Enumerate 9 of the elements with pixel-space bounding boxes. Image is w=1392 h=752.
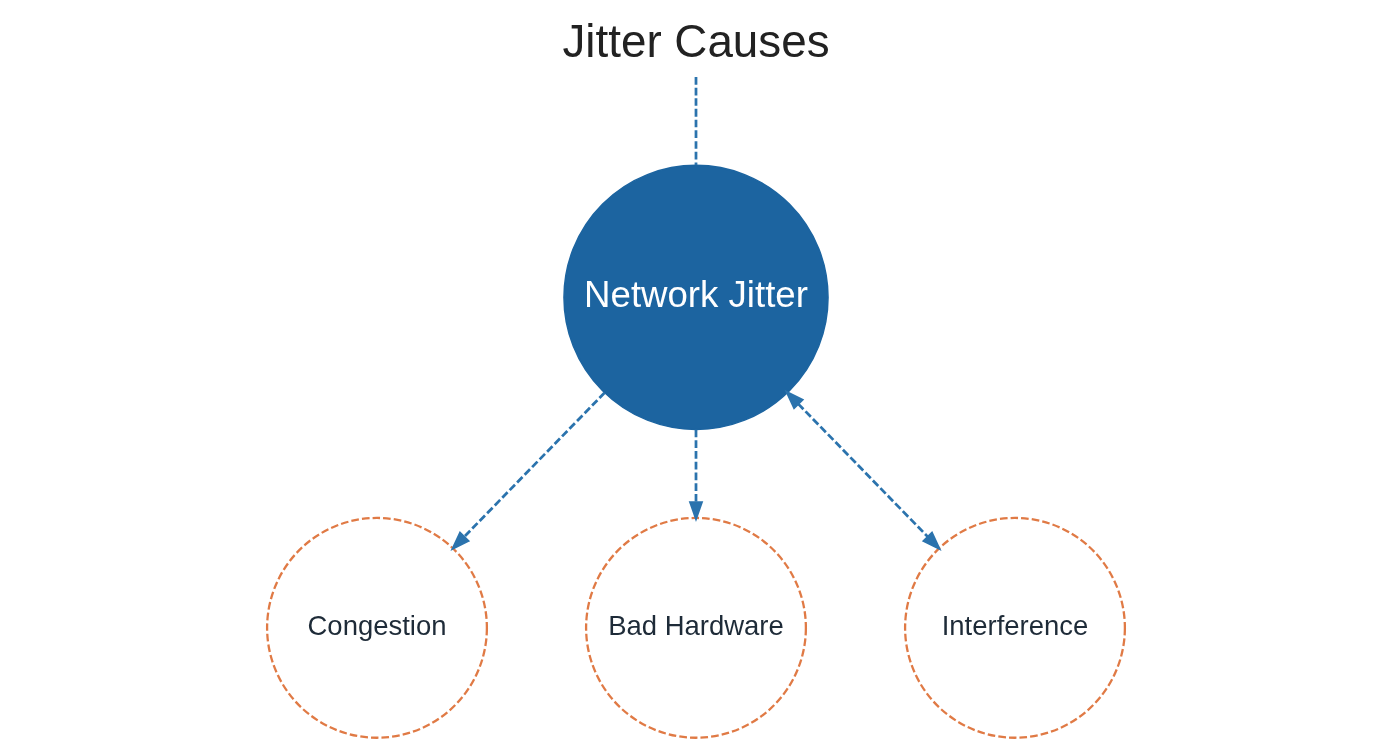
node-circle: Network Jitter [563, 164, 829, 431]
arrow [784, 389, 942, 551]
connector [694, 77, 698, 166]
arrow [688, 429, 704, 522]
arrow [450, 391, 606, 551]
node-circle: Congestion [265, 516, 489, 739]
node-circle: Bad Hardware [584, 516, 808, 739]
node-circle: Interference [903, 516, 1127, 739]
node-text: Jitter Causes [562, 16, 830, 67]
